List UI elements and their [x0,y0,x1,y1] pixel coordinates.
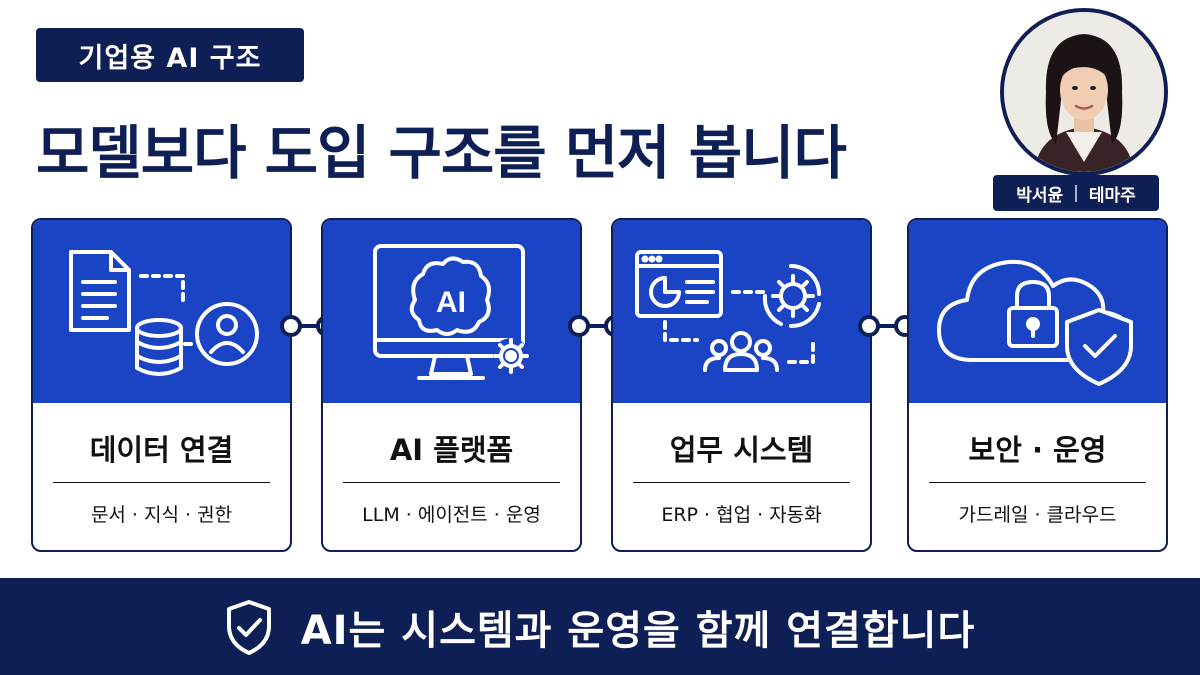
bottom-banner: AI는 시스템과 운영을 함께 연결합니다 [0,578,1200,675]
ai-monitor-icon: AI [373,244,529,380]
card-title: 보안 · 운영 [968,433,1107,467]
presenter-name: 박서윤 [1016,185,1064,206]
card-divider [633,482,850,483]
presenter-role: 테마주 [1088,185,1136,206]
card-subtitle: LLM · 에이전트 · 운영 [362,504,541,526]
presenter-badge: 박서윤 | 테마주 [993,175,1159,211]
card-divider [343,482,560,483]
page-title: 모델보다 도입 구조를 먼저 봅니다 [36,119,847,187]
shield-check-icon [226,599,271,655]
presenter-separator: | [1073,183,1079,203]
card-ai-platform: AI AI 플랫폼 LLM · 에이전트 · 운영 [321,218,582,552]
card-icon-area [909,220,1166,403]
card-icon-area: AI [323,220,580,403]
presenter-avatar [1000,8,1168,176]
card-icon-area [33,220,290,403]
data-connection-icon [69,250,259,376]
card-business-system: 업무 시스템 ERP · 협업 · 자동화 [611,218,872,552]
card-subtitle: 가드레일 · 클라우드 [958,504,1117,526]
card-data-connection: 데이터 연결 문서 · 지식 · 권한 [31,218,292,552]
card-icon-area [613,220,870,403]
card-title: 업무 시스템 [669,433,814,467]
cloud-lock-shield-icon [937,259,1133,386]
banner-text: AI는 시스템과 운영을 함께 연결합니다 [300,607,976,654]
card-title: AI 플랫폼 [389,433,514,467]
card-security-operations: 보안 · 운영 가드레일 · 클라우드 [907,218,1168,552]
card-divider [929,482,1146,483]
card-title: 데이터 연결 [89,433,234,467]
card-divider [53,482,270,483]
workflow-icon [635,250,821,372]
ai-icon-label: AI [436,286,466,319]
card-subtitle: 문서 · 지식 · 권한 [90,504,233,526]
card-subtitle: ERP · 협업 · 자동화 [661,504,822,526]
section-tag: 기업용 AI 구조 [36,28,304,82]
